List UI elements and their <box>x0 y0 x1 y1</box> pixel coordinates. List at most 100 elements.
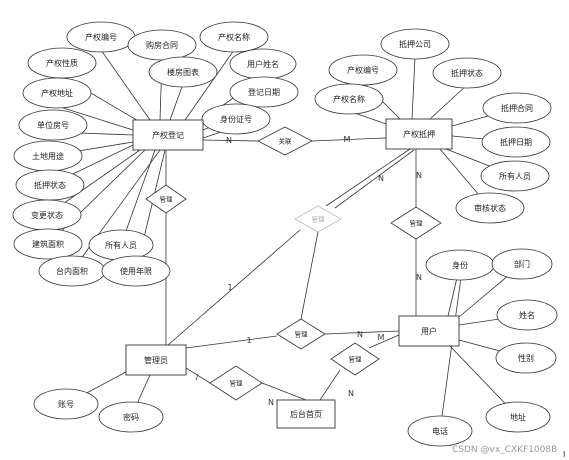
cardinality-label: M <box>344 135 351 144</box>
entity-label: 管理员 <box>144 355 168 365</box>
attribute-10: 土地用途 <box>13 140 83 172</box>
attribute-7: 登记日期 <box>229 76 299 108</box>
cardinality-label: N <box>378 174 384 183</box>
attribute-label: 地址 <box>510 412 526 422</box>
connector-line <box>261 382 307 401</box>
connector-line <box>319 369 341 401</box>
connector-line <box>311 137 387 142</box>
entity-label: 后台首页 <box>290 409 322 419</box>
entity-yonghu: 用户 <box>398 315 460 347</box>
relationship-label: 管理 <box>160 195 174 204</box>
attribute-29: 地址 <box>485 401 551 433</box>
relationship-label: 管理 <box>349 355 363 364</box>
attribute-label: 变更状态 <box>31 210 63 220</box>
connector-line <box>185 335 278 349</box>
attribute-label: 账号 <box>58 400 74 409</box>
attribute-label: 抵押状态 <box>451 68 483 78</box>
attribute-label: 产权名称 <box>333 94 365 104</box>
attribute-label: 产权地址 <box>41 88 73 98</box>
attribute-15: 台内面积 <box>38 255 106 287</box>
attribute-17: 抵押公司 <box>380 28 450 60</box>
attribute-label: 产权名称 <box>218 32 250 42</box>
connector-line <box>411 56 416 120</box>
attribute-label: 单位房号 <box>37 120 69 130</box>
relationship-label: 管理 <box>312 215 326 224</box>
entity-chanquan_dengji: 产权登记 <box>132 119 204 151</box>
attribute-label: 所有人员 <box>105 240 137 250</box>
attribute-label: 抵押状态 <box>34 180 66 190</box>
cardinality-label: / <box>196 373 199 382</box>
relationship-4: 管理 <box>276 318 326 350</box>
attribute-11: 抵押状态 <box>15 169 85 201</box>
attribute-20: 产权名称 <box>314 83 384 115</box>
connector-line <box>429 84 468 120</box>
attribute-26: 部门 <box>491 248 553 280</box>
cardinality-label: N <box>416 273 422 282</box>
attribute-31: 账号 <box>33 388 99 420</box>
attribute-label: 建筑面积 <box>32 239 64 249</box>
entity-houtai_shouye: 后台首页 <box>276 399 336 429</box>
attribute-label: 姓名 <box>519 310 535 320</box>
entity-label: 产权抵押 <box>403 129 435 139</box>
relationship-label: 管理 <box>295 330 309 339</box>
cardinality-label: M <box>378 333 385 342</box>
relationship-0: 关联 <box>257 126 313 156</box>
entity-label: 产权登记 <box>152 130 184 140</box>
attribute-label: 楼房图表 <box>167 67 199 77</box>
attribute-1: 购房合同 <box>127 29 197 61</box>
entity-guanliyuan: 管理员 <box>125 344 187 376</box>
connector-line <box>169 83 184 121</box>
connector-line <box>56 105 134 131</box>
connector-line <box>100 49 151 121</box>
attribute-27: 姓名 <box>496 299 558 331</box>
relationship-5: 管理 <box>209 365 263 401</box>
entity-chanquan_diya: 产权抵押 <box>385 118 453 150</box>
connector-line <box>184 49 235 121</box>
attribute-label: 性别 <box>518 353 534 363</box>
connector-line <box>368 334 400 349</box>
attribute-label: 身份证号 <box>220 114 252 124</box>
connector-line <box>185 367 211 384</box>
attribute-14: 所有人员 <box>88 229 154 261</box>
attribute-6: 产权地址 <box>22 77 92 109</box>
attribute-label: 抵押合同 <box>501 103 533 113</box>
attribute-label: 用户姓名 <box>247 59 279 69</box>
attribute-9: 身份证号 <box>201 103 271 135</box>
attribute-label: 所有人员 <box>499 171 531 181</box>
connector-line <box>334 149 415 209</box>
attribute-label: 抵押公司 <box>399 39 431 49</box>
attribute-5: 用户姓名 <box>229 48 297 80</box>
attribute-label: 购房合同 <box>146 40 178 50</box>
connector-line <box>71 149 161 272</box>
relationship-label: 管理 <box>410 219 424 228</box>
attribute-23: 所有人员 <box>480 160 550 192</box>
attribute-label: 台内面积 <box>56 266 88 276</box>
relationship-label: 关联 <box>279 137 293 146</box>
attribute-label: 产权编号 <box>85 32 117 42</box>
cardinality-label: 1 <box>227 283 232 292</box>
cardinality-label: N <box>416 171 422 180</box>
connector-line <box>439 269 463 432</box>
relationship-1: 管理 <box>145 184 187 214</box>
attribute-30: 电话 <box>407 415 473 447</box>
attribute-13: 建筑面积 <box>13 228 83 260</box>
cardinality-label: N <box>348 389 354 398</box>
cardinality-label: N <box>226 136 232 145</box>
attribute-28: 性别 <box>495 342 557 374</box>
attribute-21: 抵押合同 <box>482 92 552 124</box>
cardinality-label: 1 <box>246 336 251 345</box>
connector-line <box>325 148 411 207</box>
attribute-label: 部门 <box>514 259 530 269</box>
relationship-3: 管理 <box>294 205 342 233</box>
connector-line <box>120 149 156 246</box>
attribute-label: 土地用途 <box>32 151 64 161</box>
attribute-19: 抵押状态 <box>432 57 502 89</box>
attribute-16: 使用年限 <box>101 255 171 287</box>
attribute-8: 单位房号 <box>18 109 88 141</box>
entity-label: 用户 <box>421 326 437 336</box>
attribute-24: 审核状态 <box>455 192 525 224</box>
relationship-2: 管理 <box>390 206 442 240</box>
attribute-22: 抵押日期 <box>481 126 551 158</box>
